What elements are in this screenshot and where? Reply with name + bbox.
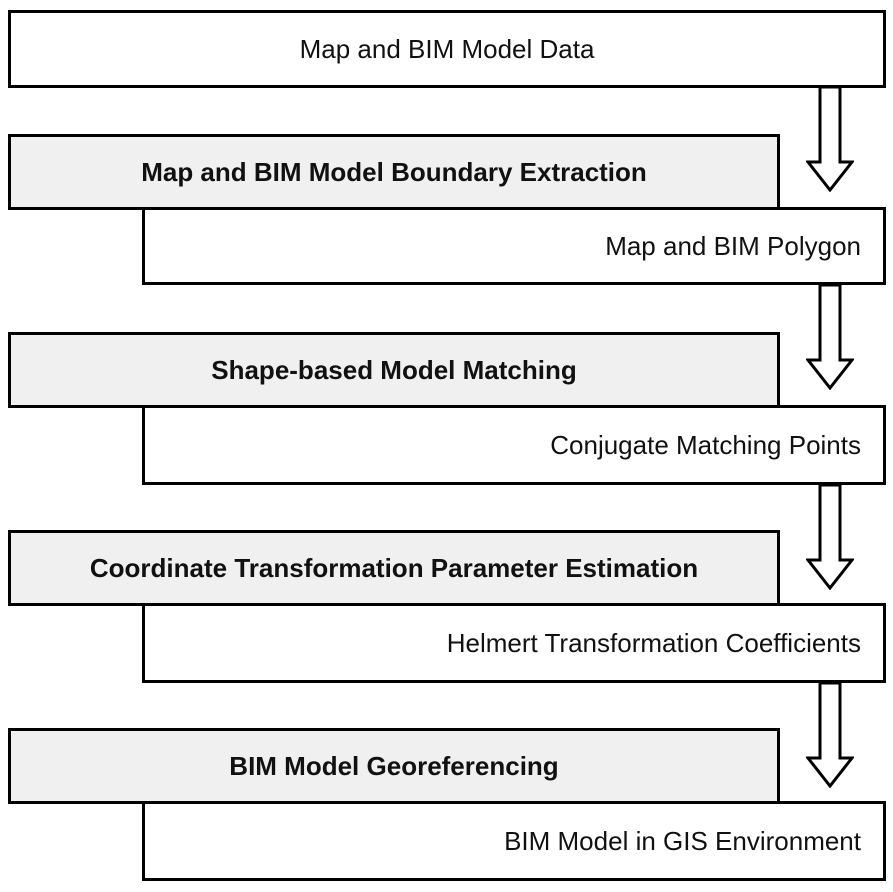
output-helmert-coefficients: Helmert Transformation Coefficients xyxy=(142,603,886,683)
output-map-bim-polygon-label: Map and BIM Polygon xyxy=(605,230,861,261)
flow-arrow-1 xyxy=(806,86,854,192)
input-data-label: Map and BIM Model Data xyxy=(299,33,595,64)
process-georeferencing: BIM Model Georeferencing xyxy=(8,728,780,804)
input-data-box: Map and BIM Model Data xyxy=(8,10,886,88)
process-parameter-estimation: Coordinate Transformation Parameter Esti… xyxy=(8,530,780,606)
process-shape-matching-label: Shape-based Model Matching xyxy=(211,354,577,385)
output-bim-in-gis-label: BIM Model in GIS Environment xyxy=(504,825,861,856)
process-shape-matching: Shape-based Model Matching xyxy=(8,332,780,408)
output-helmert-coefficients-label: Helmert Transformation Coefficients xyxy=(446,627,861,658)
flow-arrow-4 xyxy=(806,682,854,788)
process-boundary-extraction-label: Map and BIM Model Boundary Extraction xyxy=(141,156,647,187)
process-parameter-estimation-label: Coordinate Transformation Parameter Esti… xyxy=(89,552,699,583)
flow-arrow-3 xyxy=(806,484,854,590)
output-conjugate-points-label: Conjugate Matching Points xyxy=(550,429,861,460)
output-bim-in-gis: BIM Model in GIS Environment xyxy=(142,801,886,881)
process-boundary-extraction: Map and BIM Model Boundary Extraction xyxy=(8,134,780,210)
process-georeferencing-label: BIM Model Georeferencing xyxy=(229,750,559,781)
flow-arrow-2 xyxy=(806,284,854,390)
output-conjugate-points: Conjugate Matching Points xyxy=(142,405,886,485)
output-map-bim-polygon: Map and BIM Polygon xyxy=(142,207,886,285)
